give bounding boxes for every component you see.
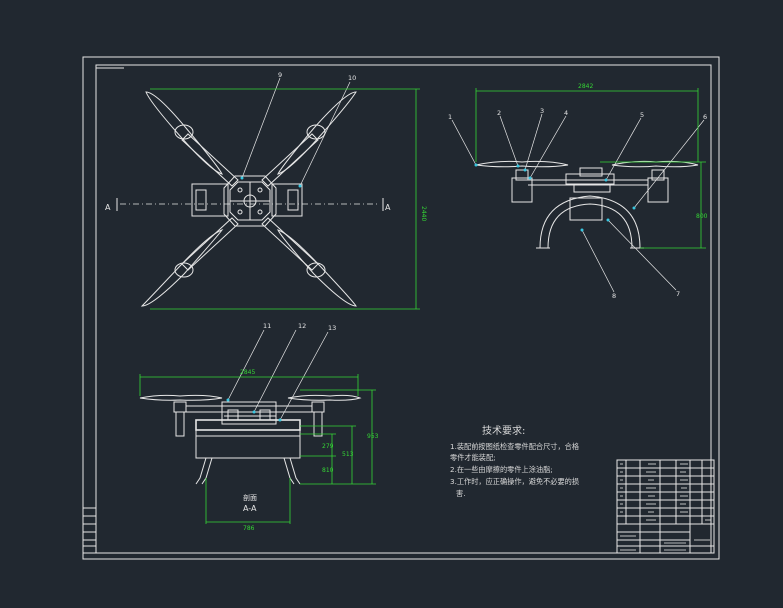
section-mark-right: A [385, 203, 391, 212]
callout-10: 10 [348, 74, 356, 82]
section-title-cn: 剖面 [243, 493, 257, 502]
center-frame [191, 175, 303, 227]
section-mark-left: A [105, 203, 111, 212]
notes-line-2: 零件才能装配; [450, 453, 496, 462]
arm-lower-left [140, 217, 239, 307]
arm-upper-right [261, 91, 357, 187]
dim-section-h4: 810 [322, 467, 334, 474]
callout-3: 3 [540, 107, 544, 115]
callout-12: 12 [298, 322, 306, 330]
callout-9: 9 [278, 71, 282, 79]
callout-5: 5 [640, 111, 644, 119]
dim-side-height: 800 [696, 213, 708, 220]
sheet-frame [82, 56, 720, 560]
dim-section-h1: 953 [367, 433, 379, 440]
callout-13: 13 [328, 324, 336, 332]
arm-upper-left [145, 91, 239, 187]
callout-7: 7 [676, 290, 680, 298]
dim-section-h2: 513 [342, 451, 354, 458]
dim-section-width: 2845 [240, 369, 255, 376]
callout-1: 1 [448, 113, 452, 121]
notes-line-4: 3.工作时，应正确操作，避免不必要的损 [450, 477, 580, 486]
dim-side-width: 2842 [578, 83, 593, 90]
callout-11: 11 [263, 322, 271, 330]
arm-lower-right [261, 217, 357, 307]
dim-section-base: 786 [243, 525, 255, 532]
notes-line-5: 害. [456, 489, 466, 498]
side-view: 1 2 3 4 5 6 7 8 2842 800 [448, 83, 708, 300]
dim-section-h3: 279 [322, 443, 334, 450]
notes-line-3: 2.在一些由摩擦的零件上涂油脂; [450, 465, 553, 474]
notes-line-1: 1.装配前按图纸检查零件配合尺寸，合格 [450, 442, 580, 451]
callout-6: 6 [703, 113, 707, 121]
callout-2: 2 [497, 109, 501, 117]
dim-top-height: 2440 [420, 206, 427, 221]
notes-heading: 技术要求: [482, 426, 526, 437]
title-block [616, 459, 715, 554]
section-title-aa: A-A [243, 504, 257, 513]
callout-4: 4 [564, 109, 568, 117]
section-view: 11 12 13 2845 953 513 279 810 786 剖面 A-A [139, 322, 379, 532]
top-view: A A 9 10 2440 [105, 71, 427, 310]
callout-8: 8 [612, 292, 616, 300]
